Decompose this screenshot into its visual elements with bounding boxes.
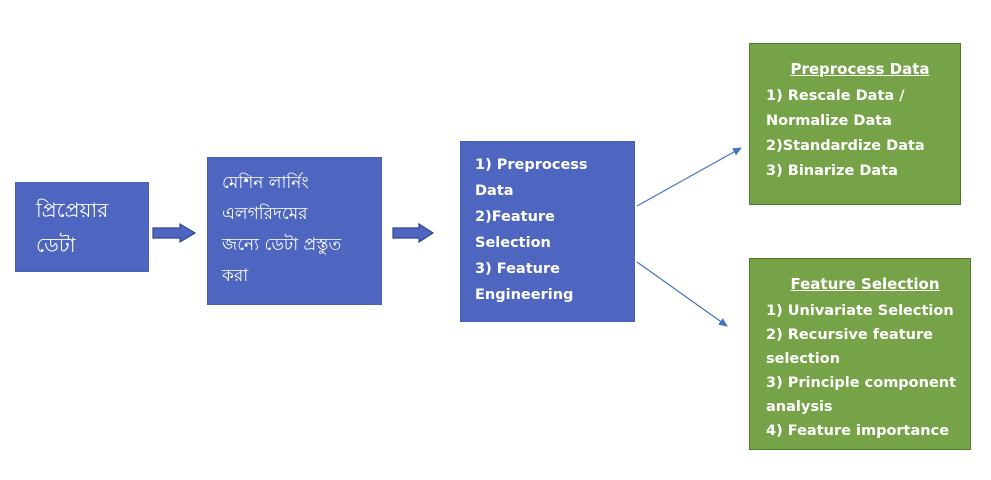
- box-text-line: Data: [475, 183, 514, 199]
- prepare-data-box: প্রিপ্রেয়ার ডেটা: [15, 182, 149, 272]
- prepare-data-for-ml-box: মেশিন লার্নিং এলগরিদমের জন্যে ডেটা প্রস্…: [207, 157, 382, 305]
- block-arrow-2: [392, 222, 435, 244]
- box-text-line: এলগরিদমের: [222, 204, 308, 224]
- box-text-line: Normalize Data: [766, 113, 892, 129]
- box-text-line: প্রিপ্রেয়ার: [36, 198, 109, 222]
- feature-selection-box: Feature Selection 1) Univariate Selectio…: [749, 258, 971, 450]
- box-text-line: মেশিন লার্নিং: [222, 173, 309, 193]
- box-text-line: analysis: [766, 399, 833, 415]
- box-title: Preprocess Data: [790, 60, 930, 78]
- box-text-line: 1) Univariate Selection: [766, 303, 954, 319]
- steps-box: 1) Preprocess Data 2)Feature Selection 3…: [460, 141, 635, 322]
- block-arrow-1: [152, 222, 197, 244]
- box-text-line: জন্যে ডেটা প্রস্তুত: [222, 235, 342, 255]
- box-text-line: 2)Feature: [475, 209, 555, 225]
- box-text-line: Engineering: [475, 287, 574, 303]
- box-text-line: 2)Standardize Data: [766, 138, 925, 154]
- box-text-line: ডেটা: [36, 233, 76, 257]
- box-title: Feature Selection: [790, 275, 940, 293]
- box-text-line: selection: [766, 351, 841, 367]
- preprocess-data-box: Preprocess Data 1) Rescale Data / Normal…: [749, 43, 961, 205]
- box-text-line: 1) Rescale Data /: [766, 88, 905, 104]
- box-text-line: 3) Principle component: [766, 375, 957, 391]
- box-text-line: 1) Preprocess: [475, 157, 588, 173]
- box-text-line: 3) Feature: [475, 261, 560, 277]
- arrow-to-feature-selection: [636, 261, 728, 327]
- arrow-to-preprocess: [636, 147, 742, 207]
- box-text-line: 2) Recursive feature: [766, 327, 933, 343]
- box-text-line: 4) Feature importance: [766, 423, 950, 439]
- box-text-line: করা: [222, 266, 249, 286]
- box-text-line: 3) Binarize Data: [766, 163, 898, 179]
- box-text-line: Selection: [475, 235, 551, 251]
